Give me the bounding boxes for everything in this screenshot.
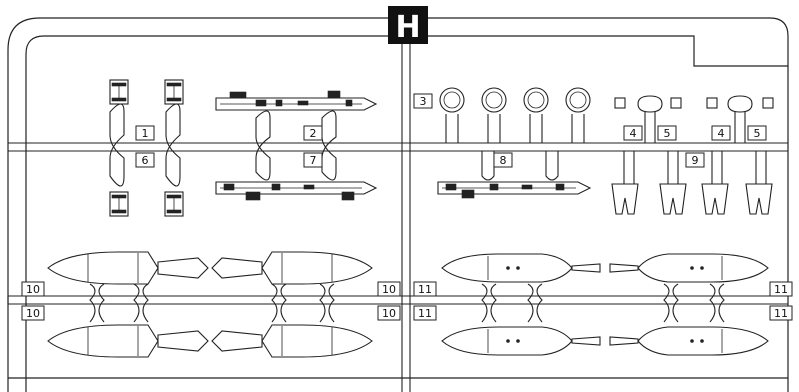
tag-part-8: 8 xyxy=(493,152,513,168)
sprue-letter-badge: H xyxy=(388,6,428,45)
tag-part-9: 9 xyxy=(685,152,705,168)
part-number-tags: 1 6 2 7 3 8 4 5 9 4 5 10 10 10 10 11 11 … xyxy=(21,93,793,321)
tag-part-4b: 4 xyxy=(711,125,731,141)
bomb-parts-10 xyxy=(47,251,373,358)
svg-text:11: 11 xyxy=(418,307,432,320)
svg-text:6: 6 xyxy=(142,154,149,167)
svg-text:10: 10 xyxy=(382,283,396,296)
svg-text:9: 9 xyxy=(692,154,699,167)
tag-part-10a: 10 xyxy=(21,281,45,297)
svg-text:4: 4 xyxy=(630,127,637,140)
svg-text:3: 3 xyxy=(420,95,427,108)
tag-part-10d: 10 xyxy=(377,305,401,321)
tag-part-3: 3 xyxy=(413,93,433,109)
tag-part-6: 6 xyxy=(135,152,155,168)
svg-text:11: 11 xyxy=(774,307,788,320)
tag-part-2: 2 xyxy=(303,125,323,141)
svg-text:5: 5 xyxy=(664,127,671,140)
sprue-letter-background xyxy=(388,6,428,44)
svg-text:11: 11 xyxy=(774,283,788,296)
pylon-part-8 xyxy=(437,181,592,199)
tag-part-5a: 5 xyxy=(657,125,677,141)
tag-part-7: 7 xyxy=(303,152,323,168)
bracket-parts xyxy=(109,79,184,217)
svg-text:7: 7 xyxy=(310,154,317,167)
svg-text:10: 10 xyxy=(26,283,40,296)
tag-part-10b: 10 xyxy=(21,305,45,321)
tag-part-10c: 10 xyxy=(377,281,401,297)
tag-part-5b: 5 xyxy=(747,125,767,141)
tag-part-11a: 11 xyxy=(413,281,437,297)
svg-text:11: 11 xyxy=(418,283,432,296)
gate-loops-upper xyxy=(109,103,337,187)
svg-text:2: 2 xyxy=(310,127,317,140)
ring-parts xyxy=(439,87,591,181)
fin-and-clip-parts xyxy=(611,95,774,215)
svg-text:4: 4 xyxy=(718,127,725,140)
svg-text:10: 10 xyxy=(26,307,40,320)
svg-text:10: 10 xyxy=(382,307,396,320)
runners xyxy=(7,44,788,392)
svg-text:1: 1 xyxy=(142,127,149,140)
tag-part-1: 1 xyxy=(135,125,155,141)
svg-text:5: 5 xyxy=(754,127,761,140)
sprue-letter: H xyxy=(395,10,420,45)
tag-part-4a: 4 xyxy=(623,125,643,141)
tag-part-11b: 11 xyxy=(413,305,437,321)
tag-part-11c: 11 xyxy=(769,281,793,297)
pylon-parts xyxy=(215,90,378,201)
sprue-frame xyxy=(7,17,789,392)
bomb-parts-11 xyxy=(441,253,769,356)
svg-text:8: 8 xyxy=(500,154,507,167)
tag-part-11d: 11 xyxy=(769,305,793,321)
